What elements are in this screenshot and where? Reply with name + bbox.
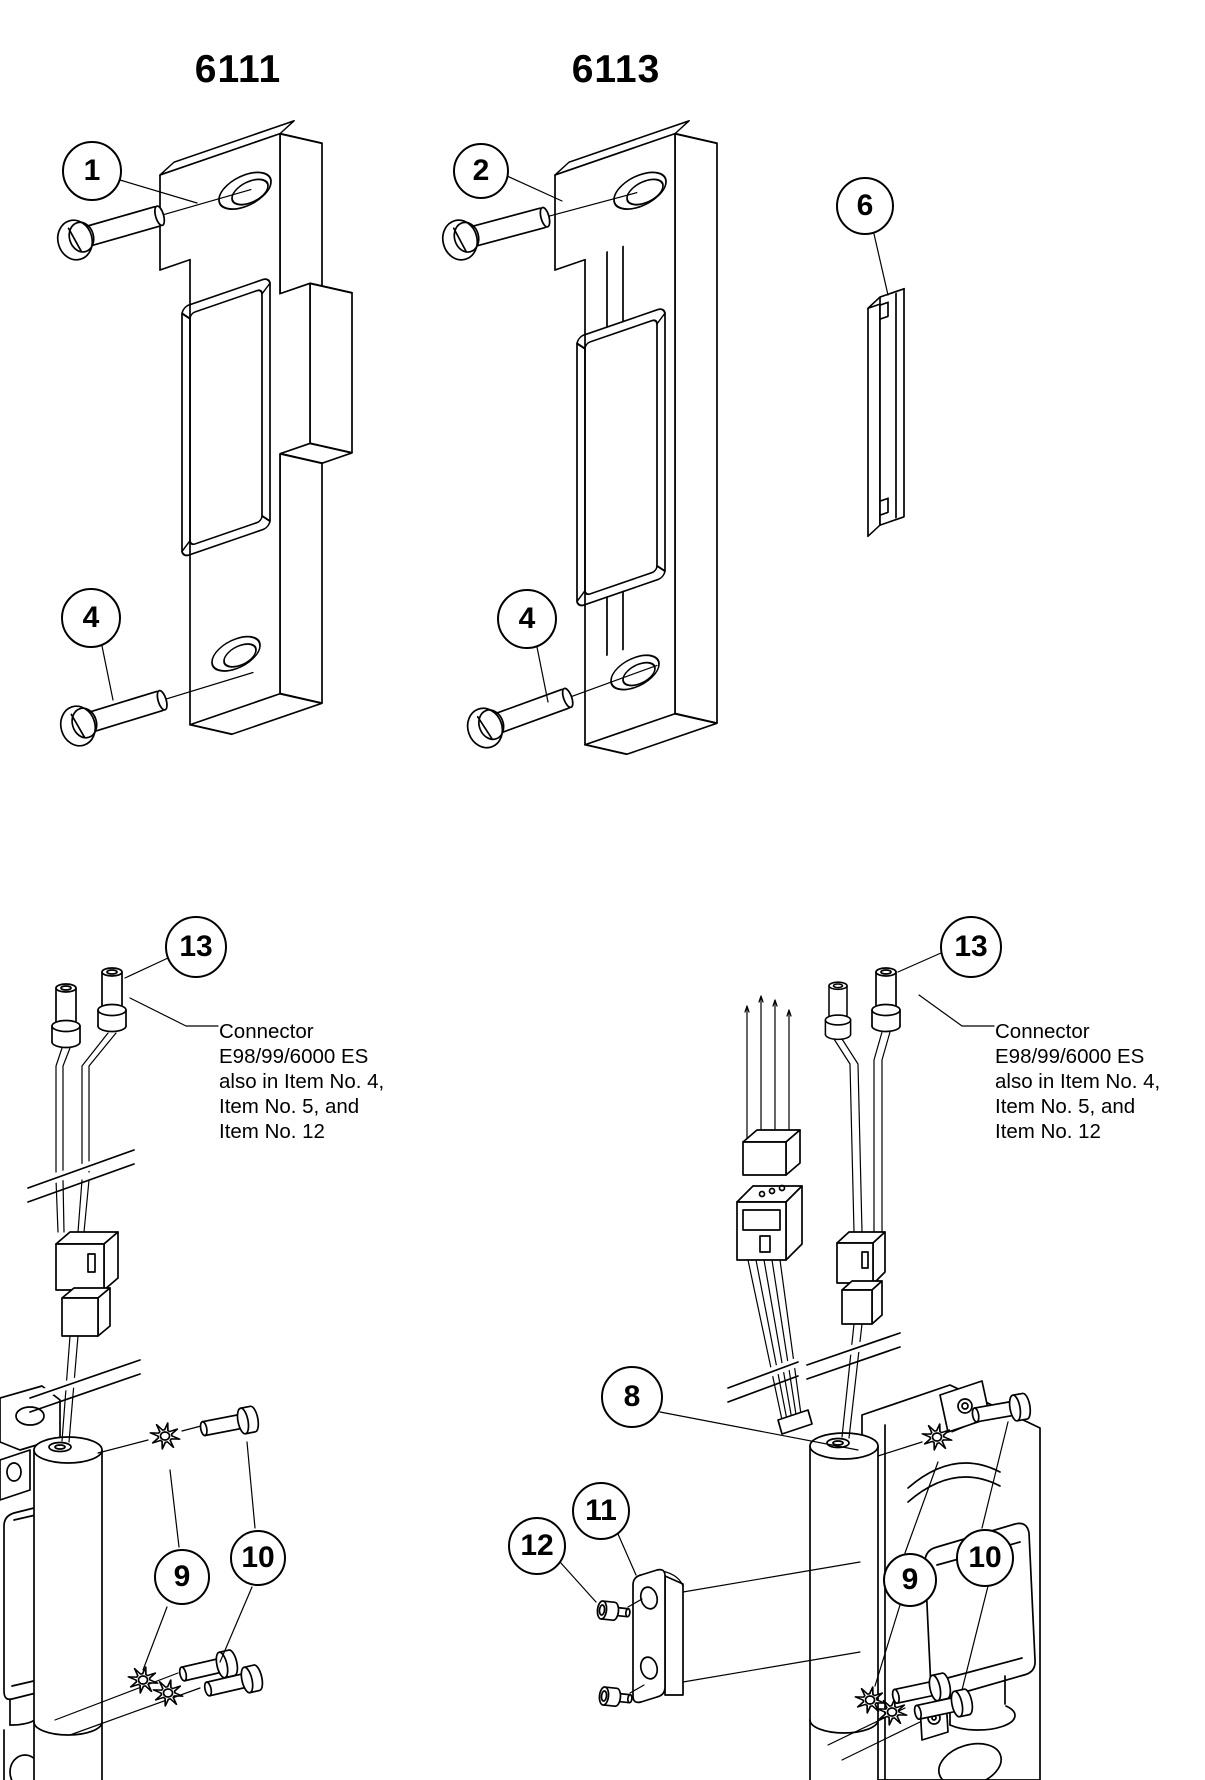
callout-item-1: 1	[62, 141, 122, 201]
note-line: also in Item No. 4,	[995, 1070, 1161, 1093]
trim-insert-drawing	[867, 287, 905, 538]
model-title-6113: 6113	[571, 48, 661, 91]
callout-number: 9	[901, 1563, 919, 1596]
wire-harness-right	[802, 967, 905, 1439]
callout-number: 6	[856, 189, 874, 222]
faceplate-6111-drawing	[159, 119, 353, 736]
note-line: Connector	[219, 1020, 314, 1043]
callout-number: 4	[82, 601, 100, 634]
note-line: Item No. 12	[995, 1120, 1101, 1143]
solenoid-right	[809, 1432, 879, 1780]
callout-number: 2	[472, 154, 490, 187]
note-line: Connector	[995, 1020, 1090, 1043]
mounting-hardware-right	[827, 1391, 1033, 1761]
callout-item-9-right: 9	[883, 1553, 937, 1607]
callout-number: 11	[585, 1494, 617, 1527]
callout-item-12: 12	[508, 1517, 566, 1575]
callout-number: 8	[623, 1380, 641, 1413]
connector-note-right: Connector E98/99/6000 ES also in Item No…	[995, 1019, 1160, 1144]
keeper-bracket	[595, 1561, 861, 1709]
note-line: Item No. 5, and	[995, 1095, 1136, 1118]
strike-assembly-right-drawing	[559, 952, 1041, 1780]
callout-item-10-right: 10	[956, 1529, 1014, 1587]
wire-harness-left	[23, 967, 145, 1443]
callout-item-2: 2	[453, 143, 509, 199]
callout-number: 13	[179, 930, 213, 963]
note-line: also in Item No. 4,	[219, 1070, 385, 1093]
multi-pin-connector	[723, 995, 813, 1435]
callout-number: 9	[173, 1560, 191, 1593]
faceplate-6113-drawing	[554, 119, 718, 756]
callout-item-13-left: 13	[165, 916, 227, 978]
callout-item-8: 8	[601, 1366, 663, 1428]
callout-number: 4	[518, 602, 536, 635]
model-title-6111: 6111	[194, 48, 282, 91]
note-line: Item No. 5, and	[219, 1095, 360, 1118]
callout-number: 12	[520, 1529, 554, 1562]
solenoid-left	[33, 1436, 103, 1780]
strike-assembly-left-drawing	[0, 957, 266, 1780]
callout-number: 1	[83, 154, 101, 187]
connector-note-left: Connector E98/99/6000 ES also in Item No…	[219, 1019, 384, 1144]
callout-number: 13	[954, 930, 988, 963]
note-line: Item No. 12	[219, 1120, 325, 1143]
callout-item-6: 6	[836, 177, 894, 235]
callout-item-13-right: 13	[940, 916, 1002, 978]
callout-item-4-right: 4	[497, 589, 557, 649]
callout-item-4-left: 4	[61, 588, 121, 648]
callout-number: 10	[241, 1541, 275, 1574]
callout-item-10-left: 10	[230, 1530, 286, 1586]
mounting-hardware-left	[54, 1404, 266, 1736]
callout-item-11: 11	[572, 1482, 630, 1540]
note-line: E98/99/6000 ES	[995, 1045, 1145, 1068]
note-line: E98/99/6000 ES	[219, 1045, 369, 1068]
callout-number: 10	[968, 1541, 1002, 1574]
callout-item-9-left: 9	[154, 1549, 210, 1605]
